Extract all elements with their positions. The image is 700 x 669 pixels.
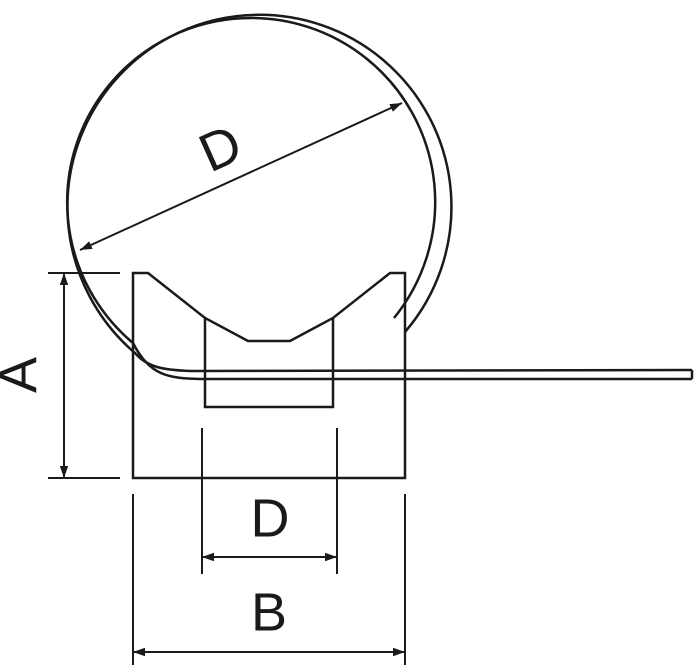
diameter-dimension [79, 102, 403, 251]
clamp-slot [203, 318, 335, 409]
height-dimension [48, 272, 120, 479]
strap-inner-line [65, 16, 692, 381]
diameter-dimension-line [79, 102, 403, 251]
inner-width-label: D [251, 488, 290, 548]
base-width-dimension [132, 494, 406, 665]
base-width-label: B [251, 582, 287, 642]
inner-width-dimension [201, 428, 338, 574]
height-label: A [0, 357, 48, 393]
pipe-circle [65, 13, 694, 381]
clamp-block [131, 271, 407, 480]
strap-outer-line [66, 13, 693, 373]
clamp-outline [131, 271, 407, 480]
diameter-label: D [190, 113, 250, 184]
